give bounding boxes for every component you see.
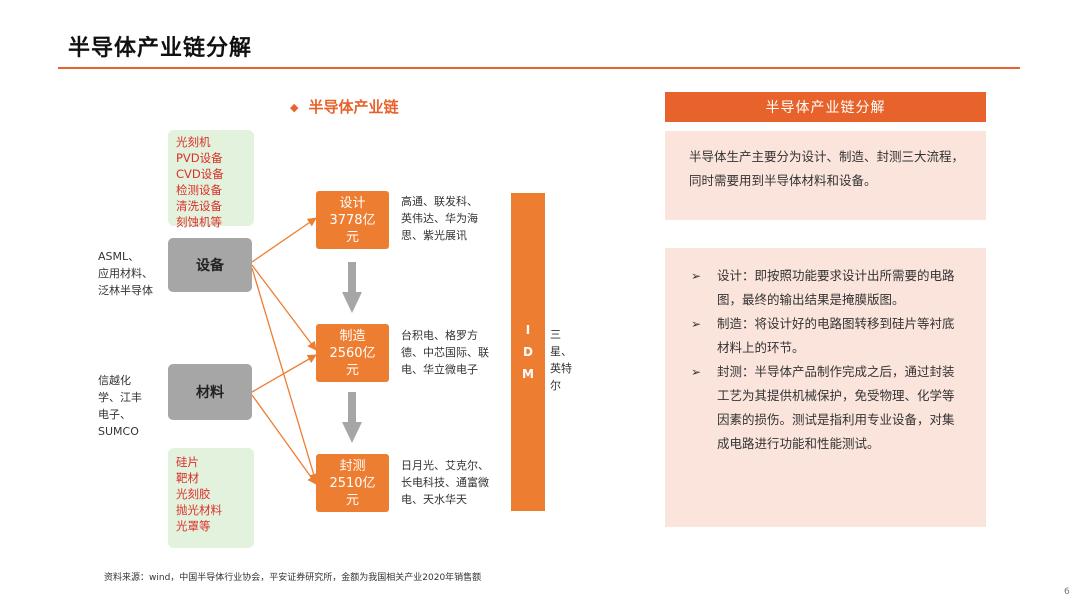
company-line: 德、中芯国际、联: [401, 346, 489, 359]
idm-letter: D: [523, 345, 533, 359]
page-title: 半导体产业链分解: [68, 36, 253, 61]
bullets-panel: ➢ 设计：即按照功能要求设计出所需要的电路图，最终的输出结果是掩膜版图。 ➢ 制…: [665, 248, 986, 527]
vendor-line: 泛林半导体: [98, 284, 153, 297]
bullet-item: ➢ 设计：即按照功能要求设计出所需要的电路图，最终的输出结果是掩膜版图。: [691, 264, 966, 312]
list-item: CVD设备: [176, 167, 224, 181]
connector-equipment-packaging: [251, 267, 319, 483]
list-item: 靶材: [176, 471, 199, 485]
company-line: 日月光、艾克尔、: [401, 459, 489, 472]
company-line: 高通、联发科、: [401, 195, 478, 208]
packaging-companies: 日月光、艾克尔、 长电科技、通富微 电、天水华天: [401, 457, 489, 508]
source-note: 资料来源：wind，中国半导体行业协会，平安证券研究所，金额为我国相关产业202…: [104, 573, 482, 583]
bullet-text: 设计：即按照功能要求设计出所需要的电路图，最终的输出结果是掩膜版图。: [717, 268, 955, 307]
arrow-bullet-icon: ➢: [691, 317, 702, 331]
list-item: 检测设备: [176, 183, 222, 197]
company-line: 英伟达、华为海: [401, 212, 478, 225]
manufacturing-companies: 台积电、格罗方 德、中芯国际、联 电、华立微电子: [401, 327, 489, 378]
idm-companies: 三 星、 英特 尔: [550, 326, 572, 394]
materials-box: 材料: [168, 364, 252, 420]
stage-packaging-box: 封测 2510亿 元: [316, 454, 389, 512]
summary-text: 半导体生产主要分为设计、制造、封测三大流程，同时需要用到半导体材料和设备。: [689, 149, 965, 188]
stage-line: 封测: [339, 458, 366, 474]
page-number: 6: [1064, 587, 1070, 597]
connector-materials-manufacturing: [251, 354, 317, 393]
idm-letter: M: [522, 367, 534, 381]
stage-line: 元: [345, 492, 359, 508]
stage-line: 2510亿: [329, 475, 376, 491]
chain-header: ◆ 半导体产业链: [290, 96, 398, 117]
materials-vendors: 信越化 学、江丰 电子、 SUMCO: [98, 372, 142, 440]
title-divider: [58, 67, 1020, 69]
summary-panel: 半导体生产主要分为设计、制造、封测三大流程，同时需要用到半导体材料和设备。: [665, 131, 986, 220]
stage-line: 设计: [339, 195, 366, 211]
company-line: 三: [550, 328, 561, 341]
company-line: 星、: [550, 345, 572, 358]
idm-bar: I D M: [511, 193, 545, 511]
list-item: 刻蚀机等: [176, 215, 222, 229]
company-line: 思、紫光展讯: [401, 229, 467, 242]
vendor-line: 学、江丰: [98, 391, 142, 404]
down-arrow-icon: [342, 262, 362, 313]
vendor-line: 信越化: [98, 374, 131, 387]
down-arrow-icon: [342, 392, 362, 443]
panel-header: 半导体产业链分解: [665, 92, 986, 122]
bullet-text: 封测：半导体产品制作完成之后，通过封装工艺为其提供机械保护，免受物理、化学等因素…: [717, 364, 955, 451]
stage-design-box: 设计 3778亿 元: [316, 191, 389, 249]
list-item: 硅片: [176, 455, 199, 469]
diamond-bullet-icon: ◆: [290, 101, 299, 114]
materials-list: 硅片 靶材 光刻胶 抛光材料 光罩等: [168, 448, 254, 548]
arrow-bullet-icon: ➢: [691, 365, 702, 379]
company-line: 电、天水华天: [401, 493, 467, 506]
list-item: 光罩等: [176, 519, 211, 533]
arrow-bullet-icon: ➢: [691, 269, 702, 283]
bullet-item: ➢ 封测：半导体产品制作完成之后，通过封装工艺为其提供机械保护，免受物理、化学等…: [691, 360, 966, 456]
company-line: 英特: [550, 362, 572, 375]
design-companies: 高通、联发科、 英伟达、华为海 思、紫光展讯: [401, 193, 478, 244]
stage-line: 2560亿: [329, 345, 376, 361]
connector-equipment-manufacturing: [251, 264, 317, 351]
idm-letter: I: [525, 323, 531, 337]
connector-materials-packaging: [251, 394, 317, 485]
stage-line: 元: [345, 229, 359, 245]
vendor-line: 应用材料、: [98, 267, 153, 280]
bullet-text: 制造：将设计好的电路图转移到硅片等衬底材料上的环节。: [717, 316, 955, 355]
list-item: 清洗设备: [176, 199, 222, 213]
chain-header-label: 半导体产业链: [308, 98, 399, 116]
connector-equipment-design: [251, 217, 317, 263]
equipment-list: 光刻机 PVD设备 CVD设备 检测设备 清洗设备 刻蚀机等: [168, 130, 254, 229]
vendor-line: ASML、: [98, 250, 140, 263]
equipment-box: 设备: [168, 238, 252, 292]
company-line: 长电科技、通富微: [401, 476, 489, 489]
list-item: PVD设备: [176, 151, 223, 165]
bullet-item: ➢ 制造：将设计好的电路图转移到硅片等衬底材料上的环节。: [691, 312, 966, 360]
stage-line: 元: [345, 362, 359, 378]
stage-manufacturing-box: 制造 2560亿 元: [316, 324, 389, 382]
equipment-vendors: ASML、 应用材料、 泛林半导体: [98, 248, 153, 299]
list-item: 抛光材料: [176, 503, 222, 517]
company-line: 台积电、格罗方: [401, 329, 478, 342]
stage-line: 制造: [339, 328, 366, 344]
list-item: 光刻机: [176, 135, 211, 149]
vendor-line: 电子、: [98, 408, 131, 421]
company-line: 尔: [550, 379, 561, 392]
vendor-line: SUMCO: [98, 425, 139, 438]
list-item: 光刻胶: [176, 487, 211, 501]
company-line: 电、华立微电子: [401, 363, 478, 376]
stage-line: 3778亿: [329, 212, 376, 228]
